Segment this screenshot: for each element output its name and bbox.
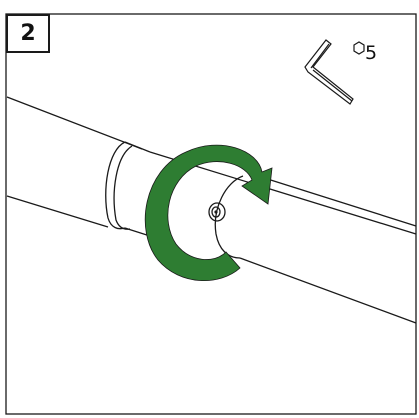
tube-left bbox=[6, 96, 143, 228]
hex-size-icon bbox=[353, 41, 365, 55]
set-screw-socket bbox=[211, 206, 221, 218]
diagram-border bbox=[5, 13, 417, 415]
tube-right bbox=[149, 151, 417, 324]
step-number: 2 bbox=[6, 14, 50, 53]
hex-key-icon bbox=[304, 39, 365, 105]
inner-tube-end bbox=[208, 175, 244, 259]
set-screw bbox=[208, 202, 226, 222]
coupling-sleeve bbox=[105, 141, 151, 237]
tool-size-label: 5 bbox=[365, 42, 378, 64]
rotate-clockwise-icon bbox=[144, 144, 273, 282]
